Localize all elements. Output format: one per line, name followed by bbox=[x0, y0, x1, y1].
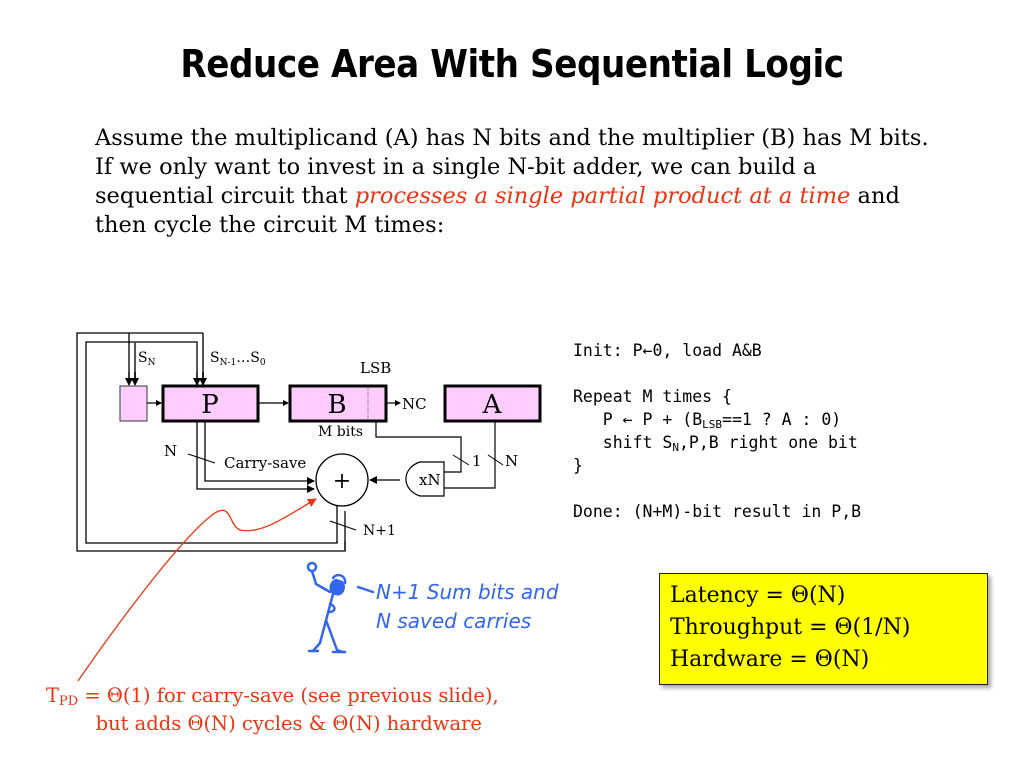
algo-shift-step: shift SN,P,B right one bit bbox=[573, 433, 858, 454]
n-bus-slash bbox=[187, 453, 216, 464]
adder-output-wires bbox=[336, 506, 346, 551]
note-line-1: N+1 Sum bits and bbox=[376, 580, 559, 604]
algo-init: Init: P←0, load A&B bbox=[573, 341, 762, 360]
n-plus-1-label: N+1 bbox=[363, 523, 396, 539]
adder-plus: + bbox=[333, 469, 351, 494]
a-register bbox=[443, 384, 542, 423]
algo-close: } bbox=[573, 456, 583, 475]
complexity-box: Latency = Θ(N) Throughput = Θ(1/N) Hardw… bbox=[659, 573, 988, 685]
lsb-label: LSB bbox=[360, 359, 391, 377]
nc-label: NC bbox=[402, 395, 427, 413]
latency-text: Latency = Θ(N) bbox=[670, 583, 846, 608]
slide-title: Reduce Area With Sequential Logic bbox=[180, 42, 844, 86]
carry-save-label: Carry-save bbox=[224, 454, 306, 472]
tpd-line-2: but adds Θ(N) cycles & Θ(N) hardware bbox=[46, 712, 482, 735]
sum-bits-note: N+1 Sum bits and N saved carries bbox=[376, 578, 559, 636]
n-plus-1-slash bbox=[329, 520, 357, 531]
one-bit-slash bbox=[452, 454, 470, 466]
tpd-line-1: TPD = Θ(1) for carry-save (see previous … bbox=[46, 684, 499, 709]
sn-label: SN bbox=[138, 350, 156, 368]
n-left-label: N bbox=[164, 442, 177, 460]
stick-figure-icon bbox=[306, 561, 375, 654]
s-range-label: SN-1…S0 bbox=[210, 350, 266, 368]
m-bits-label: M bits bbox=[318, 424, 363, 440]
one-label: 1 bbox=[472, 452, 482, 470]
n-right-label: N bbox=[505, 452, 518, 470]
note-line-2: N saved carries bbox=[376, 609, 532, 633]
a-to-gate-wire bbox=[444, 421, 496, 489]
b-register-label: B bbox=[327, 390, 346, 420]
and-gate-label: xN bbox=[419, 471, 441, 489]
intro-paragraph: Assume the multiplicand (A) has N bits a… bbox=[95, 124, 935, 240]
algo-done: Done: (N+M)-bit result in P,B bbox=[573, 502, 862, 521]
tpd-pointer-arrow bbox=[77, 498, 317, 682]
n-bus-slash-right bbox=[487, 454, 504, 466]
intro-highlight: processes a single partial product at a … bbox=[354, 183, 851, 209]
sn-register bbox=[119, 385, 148, 422]
algorithm-pseudocode: Init: P←0, load A&B​Repeat M times { P ←… bbox=[573, 339, 861, 523]
hardware-text: Hardware = Θ(N) bbox=[670, 647, 870, 672]
tpd-note: TPD = Θ(1) for carry-save (see previous … bbox=[46, 682, 499, 738]
lsb-to-gate-wire bbox=[375, 421, 462, 473]
a-register-label: A bbox=[482, 390, 503, 420]
and-gate bbox=[405, 461, 445, 497]
algo-repeat: Repeat M times { bbox=[573, 387, 732, 406]
throughput-text: Throughput = Θ(1/N) bbox=[670, 615, 911, 640]
intro-text-1: Assume the multiplicand (A) has N bits a… bbox=[95, 125, 929, 209]
intro-text-2: and then cycle the circuit M times: bbox=[95, 183, 900, 238]
p-to-adder-wires bbox=[196, 421, 315, 493]
adder bbox=[315, 453, 369, 507]
algo-add-step: P ← P + (BLSB==1 ? A : 0) bbox=[573, 410, 842, 431]
p-register-label: P bbox=[201, 390, 219, 420]
